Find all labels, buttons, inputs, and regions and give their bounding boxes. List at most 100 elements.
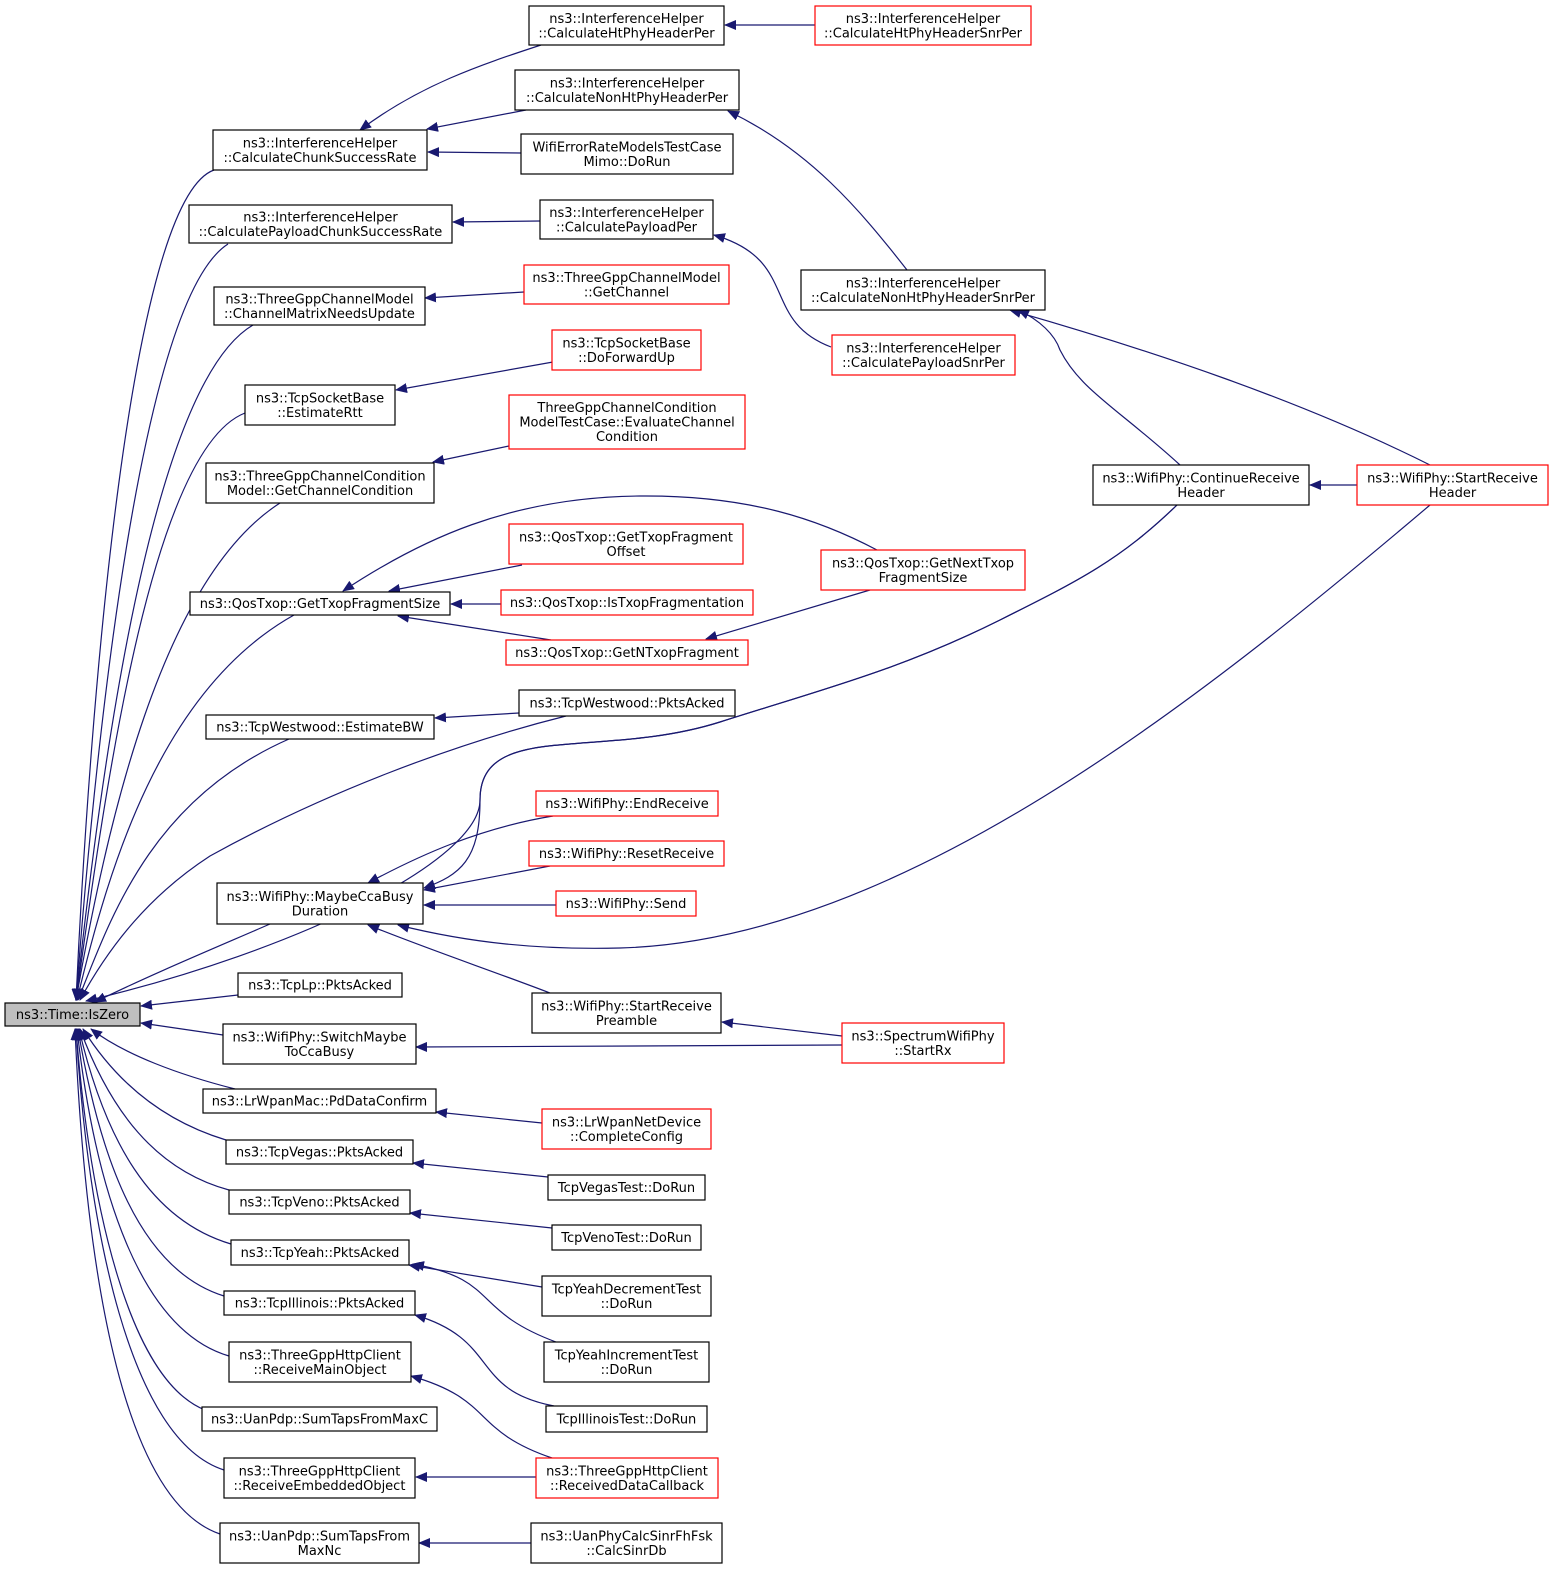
call-edge-westwood_pkts-to-root <box>79 715 567 1001</box>
node-lrwpan-complete[interactable]: ns3::LrWpanNetDevice::CompleteConfig <box>541 1108 712 1150</box>
node-root[interactable]: ns3::Time::IsZero <box>4 1002 141 1027</box>
call-edge-lrwpan_complete-to-lrwpan_pd <box>435 1108 543 1124</box>
node-end-receive[interactable]: ns3::WifiPhy::EndReceive <box>535 790 719 817</box>
node-label: Header <box>1177 486 1225 501</box>
node-label: ns3::TcpIllinois::PktsAcked <box>235 1297 405 1312</box>
node-chan-matrix[interactable]: ns3::ThreeGppChannelModel::ChannelMatrix… <box>213 286 426 326</box>
node-lrwpan-pd[interactable]: ns3::LrWpanMac::PdDataConfirm <box>202 1088 437 1114</box>
node-label: ns3::ThreeGppChannelModel <box>532 271 720 286</box>
node-calc-ht-snr[interactable]: ns3::InterferenceHelper::CalculateHtPhyH… <box>814 5 1032 46</box>
node-get-txop-frag-size[interactable]: ns3::QosTxop::GetTxopFragmentSize <box>189 591 451 616</box>
node-label: ::GetChannel <box>584 285 669 300</box>
node-calc-payload-per[interactable]: ns3::InterferenceHelper::CalculatePayloa… <box>539 199 714 240</box>
node-eval-chan-cond[interactable]: ThreeGppChannelConditionModelTestCase::E… <box>508 394 746 450</box>
node-veno-test[interactable]: TcpVenoTest::DoRun <box>551 1224 702 1251</box>
node-label: ns3::LrWpanNetDevice <box>552 1115 701 1130</box>
node-spectrum-startrx[interactable]: ns3::SpectrumWifiPhy::StartRx <box>841 1022 1005 1064</box>
node-get-chan-cond[interactable]: ns3::ThreeGppChannelConditionModel::GetC… <box>205 462 435 504</box>
node-box <box>831 334 1016 376</box>
call-edge-start_rx_preamble-to-maybe_cca <box>367 924 551 994</box>
node-calc-ht-per[interactable]: ns3::InterferenceHelper::CalculateHtPhyH… <box>528 5 725 46</box>
node-calc-nonht-per[interactable]: ns3::InterferenceHelper::CalculateNonHtP… <box>514 69 740 111</box>
node-label: ::ChannelMatrixNeedsUpdate <box>224 307 415 322</box>
call-edge-illinois_test-to-illinois <box>414 1313 555 1407</box>
node-label: ::StartRx <box>894 1044 952 1059</box>
node-calc-payload-snr[interactable]: ns3::InterferenceHelper::CalculatePayloa… <box>831 334 1016 376</box>
node-label: Mimo::DoRun <box>583 155 670 170</box>
node-calc-payload-chunk[interactable]: ns3::InterferenceHelper::CalculatePayloa… <box>188 204 453 244</box>
node-illinois[interactable]: ns3::TcpIllinois::PktsAcked <box>223 1290 416 1316</box>
node-do-forward-up[interactable]: ns3::TcpSocketBase::DoForwardUp <box>551 329 702 371</box>
node-box <box>222 1023 417 1065</box>
node-illinois-test[interactable]: TcpIllinoisTest::DoRun <box>545 1405 708 1433</box>
node-box <box>531 992 722 1034</box>
node-label: ::DoRun <box>601 1297 653 1312</box>
node-label: ::CalculateChunkSuccessRate <box>224 151 417 166</box>
node-calc-nonht-snr[interactable]: ns3::InterferenceHelper::CalculateNonHtP… <box>800 269 1046 311</box>
call-edge-calc_ht_per-to-calc_chunk <box>359 44 542 131</box>
node-uan-sumtaps[interactable]: ns3::UanPdp::SumTapsFromMaxC <box>201 1406 438 1432</box>
node-label: ns3::InterferenceHelper <box>243 136 398 151</box>
node-label: TcpVegasTest::DoRun <box>557 1181 695 1196</box>
call-edge-vegas_test-to-vegas <box>412 1159 549 1178</box>
node-yeah[interactable]: ns3::TcpYeah::PktsAcked <box>230 1239 410 1266</box>
node-box <box>523 264 730 305</box>
node-get-n-txop-frag[interactable]: ns3::QosTxop::GetNTxopFragment <box>505 639 749 666</box>
call-edge-westwood_estbw-to-root <box>77 738 290 1001</box>
node-label: ::EstimateRtt <box>277 406 362 421</box>
call-edge-calc_chunk-to-root <box>71 169 215 1001</box>
node-vegas-test[interactable]: TcpVegasTest::DoRun <box>547 1174 706 1201</box>
node-label: ns3::LrWpanMac::PdDataConfirm <box>212 1095 427 1110</box>
node-calc-chunk[interactable]: ns3::InterferenceHelper::CalculateChunkS… <box>212 129 428 171</box>
node-tcplp[interactable]: ns3::TcpLp::PktsAcked <box>237 972 403 998</box>
node-label: Condition <box>596 430 658 445</box>
node-label: ns3::QosTxop::IsTxopFragmentation <box>510 596 744 611</box>
node-uan-calc-sinr[interactable]: ns3::UanPhyCalcSinrFhFsk::CalcSinrDb <box>530 1522 723 1564</box>
node-label: ns3::TcpWestwood::PktsAcked <box>529 697 724 712</box>
node-reset-receive[interactable]: ns3::WifiPhy::ResetReceive <box>528 840 725 867</box>
node-yeah-inc[interactable]: TcpYeahIncrementTest::DoRun <box>543 1341 710 1383</box>
node-http-data-cb[interactable]: ns3::ThreeGppHttpClient::ReceivedDataCal… <box>535 1457 719 1499</box>
node-veno[interactable]: ns3::TcpVeno::PktsAcked <box>228 1189 411 1215</box>
call-edge-eval_chan_cond-to-get_chan_cond <box>432 445 510 465</box>
node-get-channel[interactable]: ns3::ThreeGppChannelModel::GetChannel <box>523 264 730 305</box>
node-http-main[interactable]: ns3::ThreeGppHttpClient::ReceiveMainObje… <box>228 1341 412 1383</box>
node-label: ns3::TcpLp::PktsAcked <box>248 979 392 994</box>
node-label: ns3::TcpSocketBase <box>256 391 384 406</box>
node-label: ns3::SpectrumWifiPhy <box>851 1029 994 1044</box>
call-edge-estimate_rtt-to-root <box>72 412 246 1001</box>
node-box <box>225 1139 414 1165</box>
node-westwood-estbw[interactable]: ns3::TcpWestwood::EstimateBW <box>205 714 435 740</box>
call-edge-tcplp-to-root <box>140 994 239 1010</box>
node-box <box>528 840 725 867</box>
node-wifi-send[interactable]: ns3::WifiPhy::Send <box>555 890 697 917</box>
node-label: TcpIllinoisTest::DoRun <box>556 1413 697 1428</box>
node-label: ns3::TcpVegas::PktsAcked <box>236 1146 403 1161</box>
node-estimate-rtt[interactable]: ns3::TcpSocketBase::EstimateRtt <box>244 384 396 426</box>
node-box <box>541 1108 712 1150</box>
node-label: Model::GetChannelCondition <box>227 484 413 499</box>
node-vegas[interactable]: ns3::TcpVegas::PktsAcked <box>225 1139 414 1165</box>
node-box <box>205 714 435 740</box>
node-http-embedded[interactable]: ns3::ThreeGppHttpClient::ReceiveEmbedded… <box>223 1457 416 1499</box>
call-edge-start_rx_header-to-calc_nonht_snr <box>1009 308 1431 466</box>
node-label: ::DoRun <box>601 1363 653 1378</box>
node-label: ::CalculatePayloadSnrPer <box>842 356 1005 371</box>
node-westwood-pkts[interactable]: ns3::TcpWestwood::PktsAcked <box>518 689 736 717</box>
call-edge-get_channel-to-chan_matrix <box>424 291 525 303</box>
call-edge-http_embedded-to-root <box>71 1028 225 1471</box>
node-box <box>1092 464 1310 506</box>
node-is-txop-frag[interactable]: ns3::QosTxop::IsTxopFragmentation <box>500 589 754 616</box>
call-edge-get_n_txop_frag-to-get_txop_frag_size <box>397 612 552 641</box>
node-label: ns3::ThreeGppHttpClient <box>239 1464 401 1479</box>
node-yeah-dec[interactable]: TcpYeahDecrementTest::DoRun <box>541 1275 712 1317</box>
